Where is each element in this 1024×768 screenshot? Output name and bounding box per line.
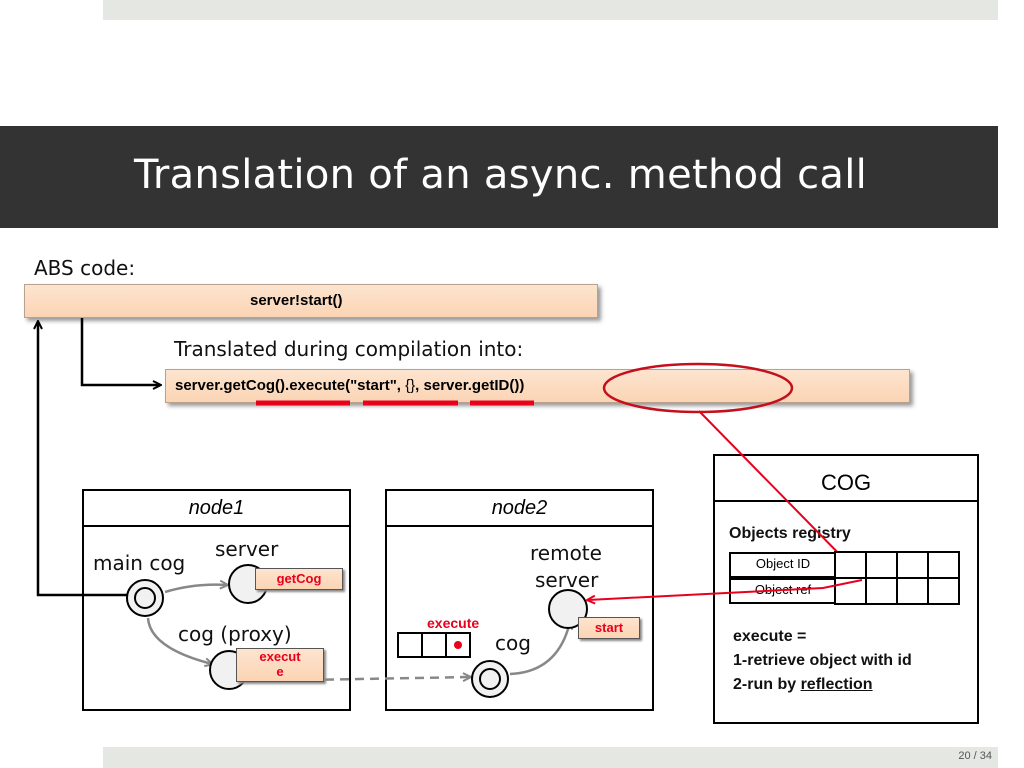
node1-title: node1 (84, 491, 349, 527)
page-total: 34 (979, 750, 992, 762)
start-tag: start (578, 617, 640, 639)
page-current: 20 (958, 750, 971, 762)
execute-desc-1: execute = (733, 628, 807, 645)
translated-code-box: server.getCog().execute("start", {}, ser… (165, 369, 910, 403)
translated-code-part1: server.getCog().execute("start", (175, 377, 406, 394)
translation-arrow (80, 318, 160, 385)
abs-code-label: ABS code: (34, 256, 136, 280)
abs-code-text: server!start() (250, 292, 343, 309)
footer-bar: 20 / 34 (103, 747, 998, 768)
remote-server-label: server (535, 568, 599, 592)
execute-desc-3: 2-run by reflection (733, 676, 873, 694)
object-id-cell: Object ID (729, 552, 837, 578)
node2-box: node2 (385, 489, 654, 711)
top-bar (103, 0, 998, 20)
execute-desc-3-text: 2-run by (733, 676, 801, 693)
main-cog-label: main cog (93, 551, 186, 575)
translated-label: Translated during compilation into: (174, 337, 524, 361)
reflection-link[interactable]: reflection (800, 676, 873, 693)
page-number: 20 / 34 (958, 750, 992, 762)
translated-code-braces: {} (405, 377, 416, 394)
translated-code-part3: , server.getID()) (415, 377, 525, 394)
execute-tag: execut e (236, 648, 324, 682)
object-ref-cell: Object ref (729, 578, 837, 604)
server-label: server (215, 537, 279, 561)
registry-title: Objects registry (729, 525, 851, 542)
abs-code-box: server!start() (24, 284, 598, 318)
cog-proxy-label: cog (proxy) (178, 622, 292, 646)
cog-title: COG (715, 456, 977, 502)
slide-title: Translation of an async. method call (134, 152, 868, 198)
node2-title: node2 (387, 491, 652, 527)
title-bar: Translation of an async. method call (0, 126, 998, 228)
getcog-tag: getCog (255, 568, 343, 590)
node2-cog-label: cog (495, 631, 531, 655)
execute-label: execute (427, 615, 480, 631)
remote-label: remote (530, 541, 602, 565)
execute-desc-2: 1-retrieve object with id (733, 652, 912, 669)
page-separator: / (970, 750, 980, 762)
